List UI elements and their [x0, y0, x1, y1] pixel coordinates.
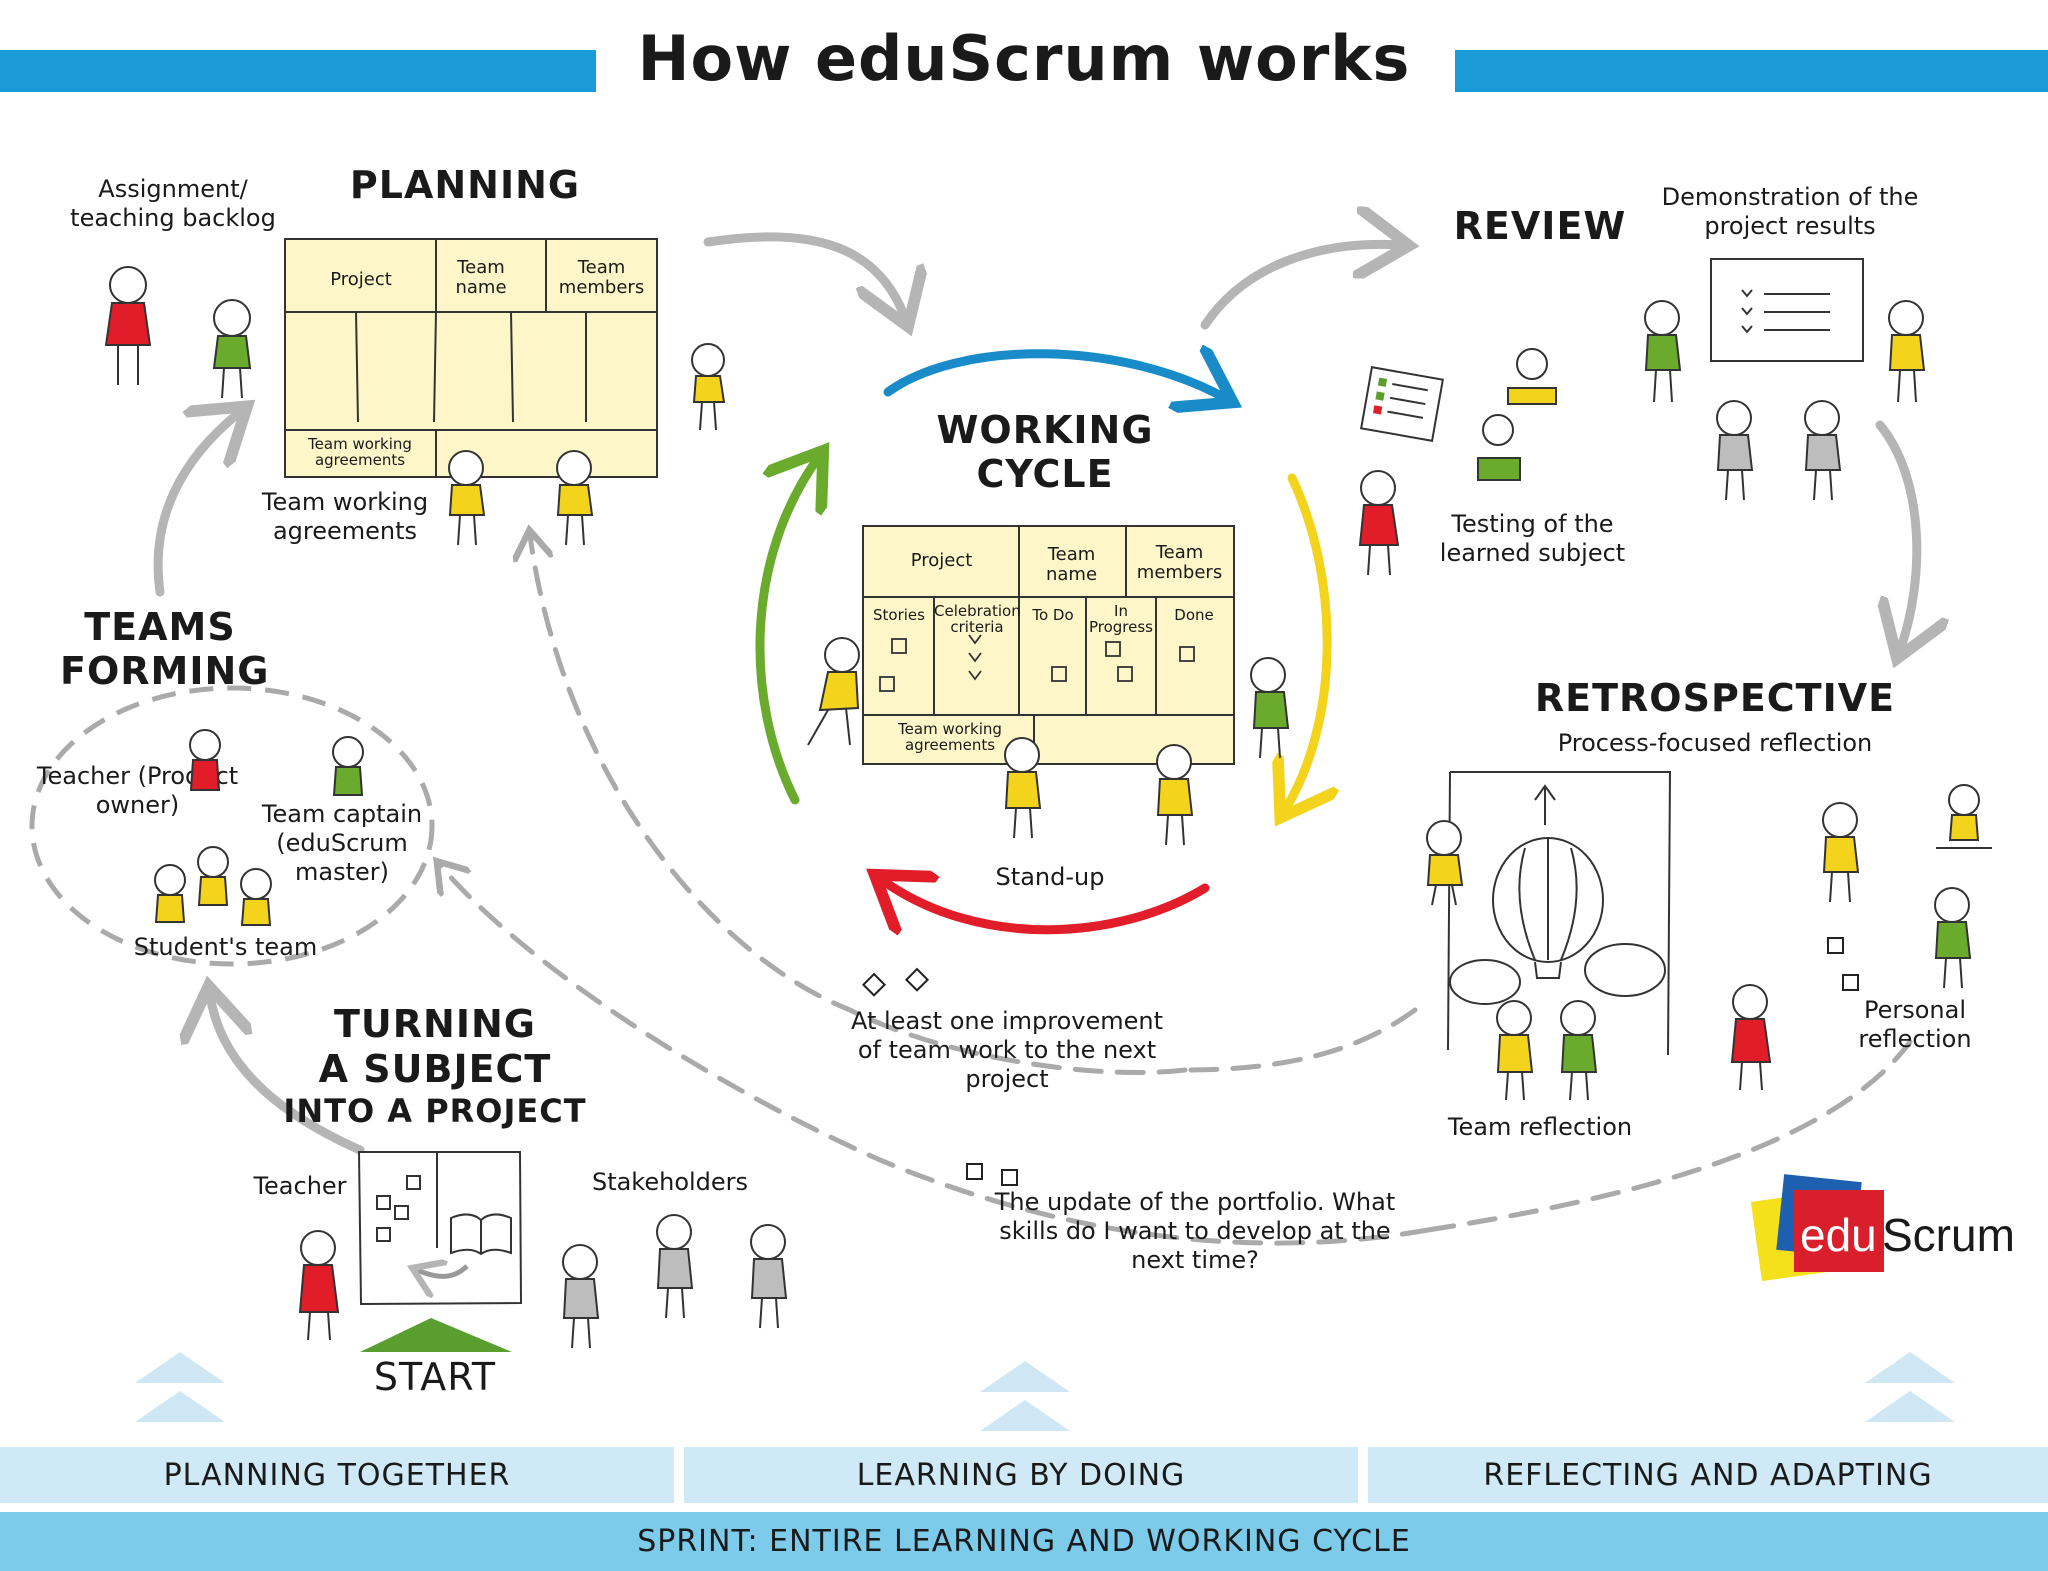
working-cycle-board: Project Team name Team members Stories C… [862, 525, 1235, 765]
demo-label: Demonstration of the project results [1661, 183, 1919, 240]
teams-forming-heading: TEAMS FORMING [60, 605, 270, 693]
open-book-icon [450, 1213, 512, 1256]
arrow-review-to-retro [1875, 420, 1917, 650]
sprint-bar: SPRINT: ENTIRE LEARNING AND WORKING CYCL… [0, 1512, 2048, 1571]
arrow-teams-to-planning [153, 412, 240, 597]
teacher-po-label: Teacher (Product owner) [36, 762, 239, 819]
planning-board-agreements: Team working agreements [308, 435, 412, 469]
arrow-planning-to-cycle [703, 232, 905, 318]
cycle-sub-inprogress: In Progress [1088, 602, 1153, 636]
cycle-arrow-yellow [1285, 473, 1327, 810]
testing-label: Testing of the learned subject [1439, 510, 1626, 567]
logo-text-scrum: Scrum [1882, 1209, 2015, 1261]
dashed-improvement-tail [1182, 1007, 1418, 1073]
planning-col-team-name: Team name [455, 257, 507, 298]
students-team-label: Student's team [133, 933, 318, 961]
logo-text-edu: edu [1800, 1209, 1877, 1261]
retrospective-heading: RETROSPECTIVE [1534, 676, 1896, 720]
start-label: START [373, 1355, 497, 1399]
demo-board [1710, 258, 1864, 362]
cycle-arrow-green [755, 458, 818, 805]
turning-heading-1: TURNING [334, 1002, 536, 1046]
turning-heading-2: A SUBJECT [318, 1047, 552, 1091]
review-heading: REVIEW [1453, 204, 1627, 248]
cycle-sub-stories: Stories [873, 606, 925, 624]
retro-board [1447, 771, 1672, 1056]
portfolio-note: The update of the portfolio. What skills… [994, 1188, 1396, 1274]
note-diamonds [861, 937, 1859, 1186]
personal-reflection-label: Personal reflection [1858, 996, 1972, 1053]
turning-teacher-label: Teacher [253, 1172, 347, 1200]
stakeholders-label: Stakeholders [591, 1168, 749, 1196]
arrow-cycle-to-review [1200, 244, 1400, 330]
checklist-paper [1360, 366, 1444, 442]
cycle-board-agreements: Team working agreements [898, 720, 1002, 754]
teams-forming-ellipse [29, 685, 435, 967]
chevrons-left [135, 1352, 225, 1422]
planning-col-team-members: Team members [558, 257, 645, 298]
cycle-sub-celebration: Celebration criteria [934, 602, 1021, 636]
team-reflection-label: Team reflection [1447, 1113, 1633, 1141]
planning-agreements-label: Team working agreements [261, 488, 429, 545]
backlog-label: Assignment/ teaching backlog [70, 175, 276, 232]
standup-label: Stand-up [995, 863, 1105, 891]
cycle-sub-done: Done [1174, 606, 1214, 624]
improvement-note: At least one improvement of team work to… [850, 1007, 1164, 1093]
arrow-start-to-teams [210, 995, 365, 1155]
balloon-icon [1492, 837, 1604, 979]
project-board [357, 1151, 523, 1306]
dashed-improvement-arrow [530, 535, 1188, 1075]
cycle-col-project: Project [910, 550, 973, 571]
planning-col-project: Project [330, 269, 392, 290]
chevrons-right [1865, 1352, 1955, 1422]
phase-learning-by-doing: LEARNING BY DOING [684, 1447, 1358, 1503]
phase-planning-together: PLANNING TOGETHER [0, 1447, 674, 1503]
header-bar-right [1455, 50, 2048, 92]
planning-heading: PLANNING [349, 163, 581, 207]
phase-reflecting-adapting: REFLECTING AND ADAPTING [1368, 1447, 2048, 1503]
retrospective-subheading: Process-focused reflection [1557, 729, 1873, 757]
page-title: How eduScrum works [637, 22, 1411, 95]
cycle-sub-todo: To Do [1032, 606, 1074, 624]
cycle-col-team-name: Team name [1045, 544, 1098, 585]
dashed-portfolio-arrow [440, 865, 1913, 1246]
cycle-arrow-red [882, 880, 1210, 930]
start-triangle [360, 1318, 512, 1352]
planning-board: Project Team name Team members Team work… [284, 238, 658, 478]
team-captain-label: Team captain (eduScrum master) [261, 800, 423, 886]
chevrons-middle [980, 1361, 1070, 1431]
cycle-arrow-blue [883, 354, 1225, 398]
header-bar-left [0, 50, 596, 92]
eduscrum-logo: edu Scrum [1748, 1170, 2018, 1290]
turning-heading-3: INTO A PROJECT [283, 1092, 587, 1130]
working-cycle-heading: WORKING CYCLE [936, 408, 1154, 496]
cycle-col-team-members: Team members [1136, 542, 1223, 583]
